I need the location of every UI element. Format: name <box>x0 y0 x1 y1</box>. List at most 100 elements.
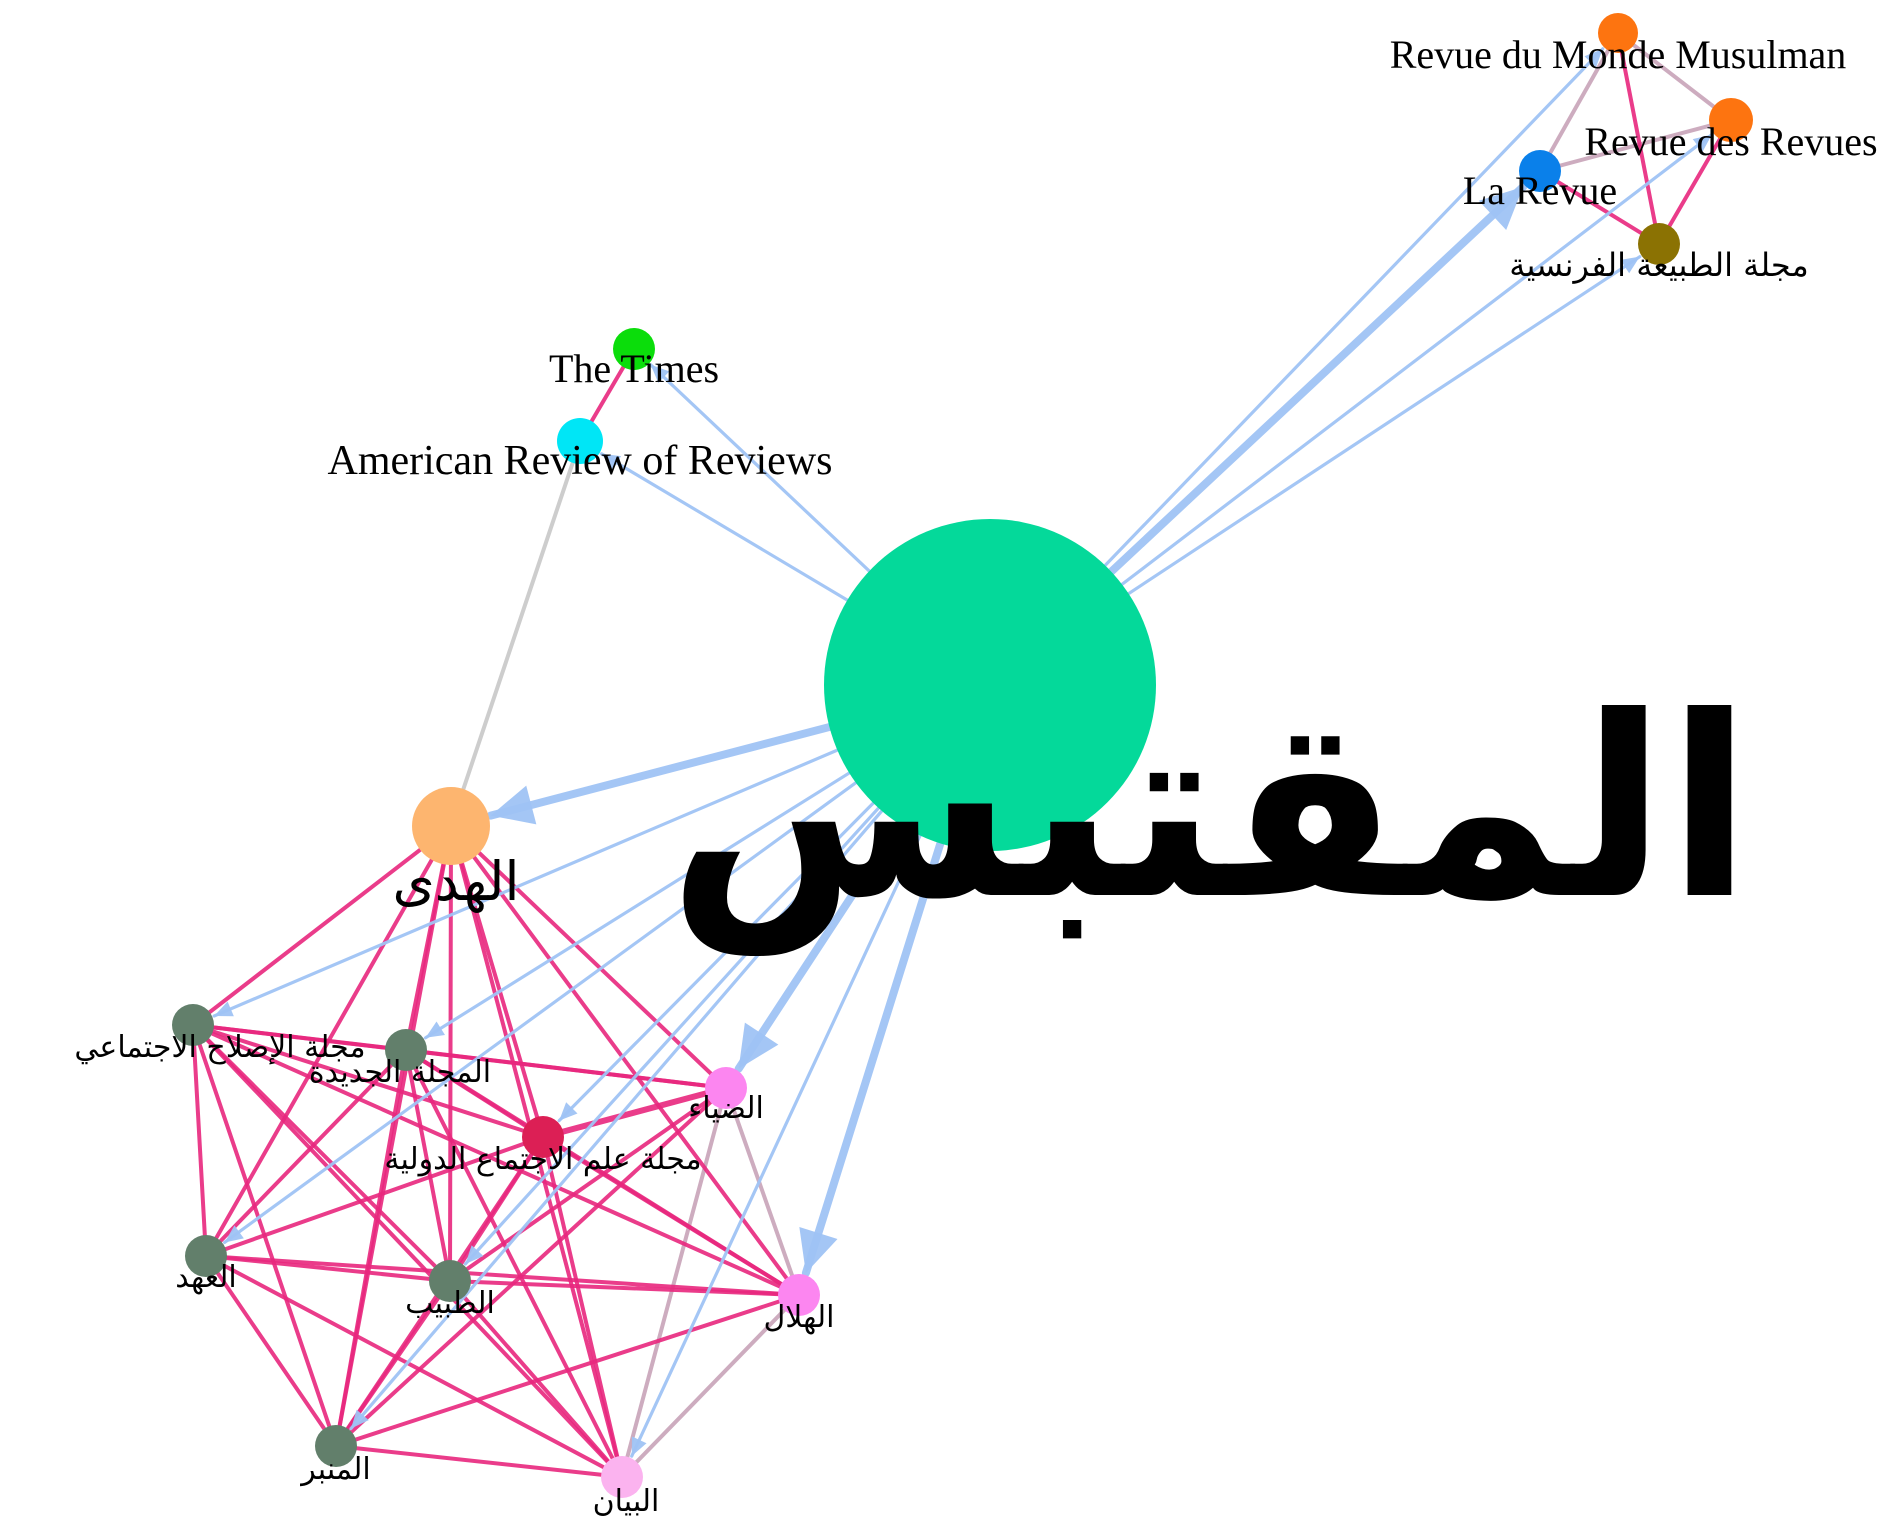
edge-line <box>449 439 582 828</box>
edge-line <box>463 794 892 1266</box>
node-label-islah: مجلة الإصلاح الاجتماعي <box>74 1030 365 1065</box>
edge-line <box>541 1135 801 1297</box>
edge-line <box>630 818 929 1458</box>
edge-muqtabas-islah <box>212 742 855 1018</box>
edge-arrowhead <box>465 1245 484 1264</box>
edge-arrowhead <box>1692 134 1712 152</box>
node-hilal[interactable] <box>778 1274 820 1316</box>
edge-jadida-diya <box>404 1048 728 1090</box>
node-nature_fr[interactable] <box>1638 223 1680 265</box>
node-minbar[interactable] <box>315 1425 357 1467</box>
edge-muqtabas-jadida <box>423 762 865 1040</box>
node-larevue[interactable] <box>1519 150 1561 192</box>
edge-arrowhead <box>738 1022 779 1069</box>
edge-line <box>1538 169 1661 246</box>
edge-line <box>801 823 950 1278</box>
edge-muqtabas-rmm <box>1092 47 1605 579</box>
edge-jadida-minbar <box>334 1048 408 1448</box>
node-amrev[interactable] <box>557 418 603 464</box>
edge-arrowhead <box>601 453 622 470</box>
edge-line <box>1113 255 1642 605</box>
edge-line <box>204 1254 801 1297</box>
node-jadida[interactable] <box>385 1029 427 1071</box>
edge-line <box>649 363 883 585</box>
node-muqtabas[interactable] <box>824 519 1156 851</box>
node-ijtima[interactable] <box>522 1116 564 1158</box>
edge-minbar-bayan <box>334 1444 624 1479</box>
edge-line <box>204 1135 545 1258</box>
node-ahd[interactable] <box>185 1235 227 1277</box>
node-label-times: The Times <box>549 346 719 391</box>
edge-hilal-minbar <box>334 1293 801 1448</box>
edge-arrowhead <box>1620 256 1640 274</box>
edge-line <box>1538 31 1620 173</box>
edge-line <box>204 1048 408 1258</box>
edge-muqtabas-ahd <box>222 771 871 1245</box>
edge-arrowhead <box>1478 186 1524 230</box>
node-label-rmm: Revue du Monde Musulman <box>1390 32 1847 77</box>
edge-line <box>620 1293 801 1479</box>
edge-muqtabas-huda <box>486 718 850 825</box>
edge-line <box>1616 31 1661 246</box>
edge-muqtabas-larevue <box>1095 182 1528 587</box>
node-huda[interactable] <box>412 787 490 865</box>
edge-muqtabas-amrev <box>599 452 864 611</box>
edge-muqtabas-nature_fr <box>1113 255 1642 605</box>
node-label-larevue: La Revue <box>1463 168 1617 213</box>
edge-line <box>1095 182 1528 587</box>
edge-larevue-nature_fr <box>1538 169 1661 246</box>
node-bayan[interactable] <box>601 1456 643 1498</box>
node-islah[interactable] <box>172 1004 214 1046</box>
edge-arrowhead <box>1584 48 1603 68</box>
node-label-minbar: المنبر <box>299 1452 370 1487</box>
edge-line <box>1616 31 1733 122</box>
edge-line <box>724 1086 801 1297</box>
edge-rdr-nature_fr <box>1657 118 1733 246</box>
node-rdr[interactable] <box>1709 98 1753 142</box>
edge-diya-hilal <box>724 1086 801 1297</box>
edge-muqtabas-diya <box>734 805 913 1073</box>
edge-line <box>599 452 864 611</box>
edge-line <box>191 1023 545 1139</box>
edge-ahd-hilal <box>204 1254 801 1297</box>
node-label-tabib: الطبيب <box>405 1286 495 1321</box>
edge-jadida-bayan <box>404 1048 624 1479</box>
edge-muqtabas-hilal <box>799 823 950 1278</box>
edge-ijtima-diya <box>540 1085 729 1140</box>
node-times[interactable] <box>613 328 655 370</box>
edge-arrowhead <box>425 1021 446 1038</box>
edge-line <box>448 1086 728 1283</box>
node-label-diya: الضياء <box>688 1091 764 1126</box>
edge-islah-hilal <box>191 1023 801 1297</box>
edge-rmm-larevue <box>1538 31 1620 173</box>
edge-line <box>423 762 865 1040</box>
edge-line <box>334 1444 624 1479</box>
node-tabib[interactable] <box>429 1260 471 1302</box>
node-label-hilal: الهلال <box>763 1300 834 1335</box>
node-label-muqtabas: المقتبس <box>668 663 1753 956</box>
edge-line <box>620 1086 728 1479</box>
edge-rmm-rdr <box>1616 31 1733 122</box>
edge-line <box>334 1293 801 1448</box>
edge-arrowhead <box>350 1409 369 1429</box>
edge-arrowhead <box>631 1436 647 1457</box>
node-diya[interactable] <box>705 1067 747 1109</box>
edge-amrev-huda <box>449 439 582 828</box>
edge-line <box>222 771 871 1245</box>
edge-line <box>486 718 850 820</box>
edge-line <box>191 824 453 1027</box>
edge-hilal-bayan <box>620 1293 801 1479</box>
edge-line <box>734 805 913 1073</box>
edge-line <box>404 1048 452 1283</box>
edge-arrowhead <box>490 785 537 825</box>
edge-muqtabas-times <box>649 363 883 585</box>
node-rmm[interactable] <box>1598 13 1638 53</box>
edge-line <box>1092 47 1605 579</box>
edge-islah-ijtima <box>191 1023 545 1139</box>
edge-ijtima-ahd <box>204 1135 545 1258</box>
edge-arrowhead <box>559 1102 578 1121</box>
edge-line <box>541 1135 624 1479</box>
edge-tabib-diya <box>448 1086 728 1283</box>
